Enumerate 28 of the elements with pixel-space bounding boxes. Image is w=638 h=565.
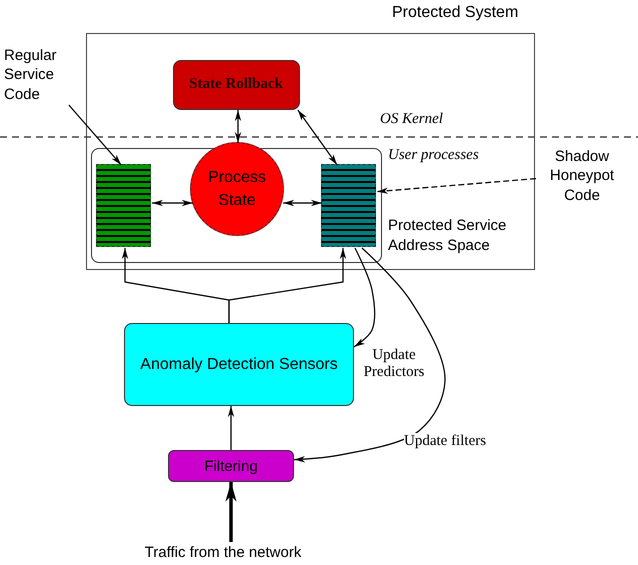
process-box [168, 450, 294, 482]
edge-label: Update filters [404, 433, 486, 450]
arrow [294, 248, 446, 462]
arrow [225, 482, 237, 542]
arrow [228, 406, 234, 450]
process-box [124, 323, 354, 406]
arrow [152, 200, 193, 206]
leader-line [376, 178, 536, 194]
code-stack-bar [321, 164, 376, 247]
process-box [172, 60, 300, 110]
arrow [354, 248, 376, 348]
code-stack-bar [96, 164, 151, 247]
diagram-heading: Protected System [392, 4, 518, 22]
region-label: User processes [388, 147, 479, 164]
node-label: Shadow Honeypot Code [548, 146, 616, 206]
arrow [297, 110, 338, 166]
region-label: OS Kernel [380, 111, 443, 128]
node-label: State Rollback [189, 76, 283, 93]
node-label: Process State [207, 168, 267, 211]
arrow [228, 248, 346, 323]
node-label: Traffic from the network [144, 544, 302, 560]
leader-line [68, 104, 122, 166]
region-label: Protected Service Address Space [388, 216, 508, 255]
arrow [283, 200, 322, 206]
node-label: Anomaly Detection Sensors [140, 356, 338, 374]
node-label: Filtering [204, 458, 258, 474]
node-label: Regular Service Code [4, 46, 58, 104]
arrow [234, 110, 242, 143]
